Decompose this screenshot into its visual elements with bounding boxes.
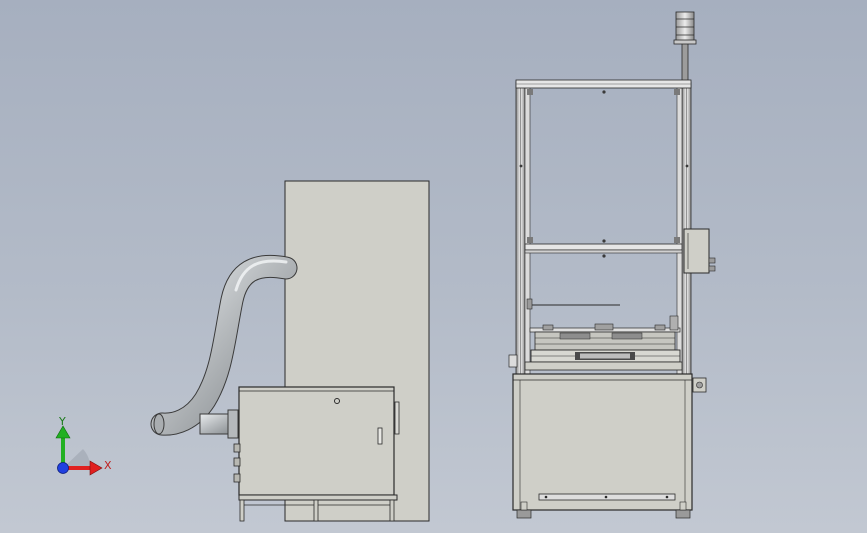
control-box: [683, 228, 716, 274]
axis-y-label: Y: [58, 415, 66, 428]
base-cabinet: [512, 373, 707, 519]
axis-x-label: X: [104, 459, 112, 472]
axis-triad-icon: Y X: [55, 415, 112, 476]
collector-stand: [239, 499, 395, 522]
dust-collector-box: [233, 386, 400, 501]
work-table-assembly: [508, 298, 683, 371]
signal-tower-icon: [673, 11, 697, 83]
